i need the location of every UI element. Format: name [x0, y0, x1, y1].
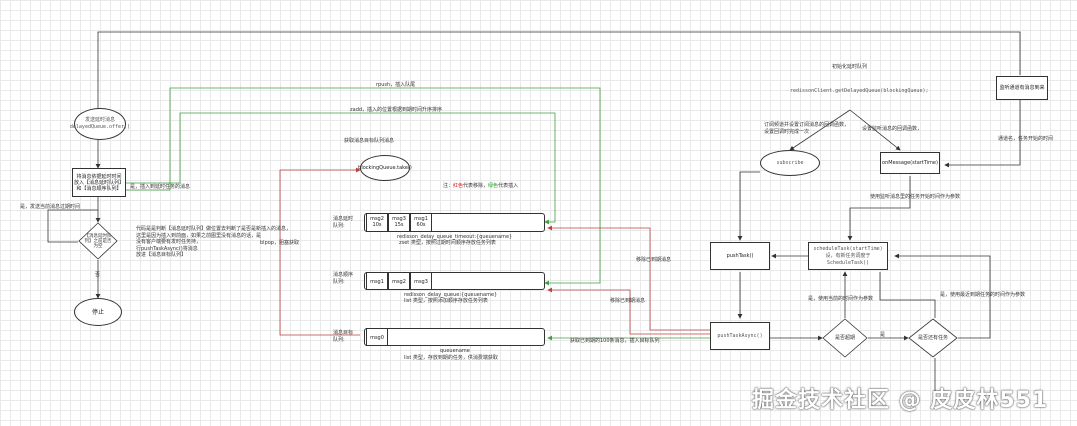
queue-empty-decision: 【消息延时队列】之前是否为空 [78, 222, 118, 260]
order-queue-cell: msg2 [388, 272, 410, 290]
cell-name: msg1 [414, 216, 428, 222]
more-tasks-decision-label: 是否还有任务 [918, 335, 949, 341]
legend-suffix: 代表插入 [498, 183, 519, 189]
push-task-async-text: pushTaskAsync() [717, 332, 763, 339]
expired-decision-label: 是否超期 [835, 335, 856, 341]
init-title: 初始化延时队列 [832, 64, 868, 70]
order-queue-cell: msg3 [410, 272, 432, 290]
schedule-task-node: scheduleTask(startTime)设，有新任务调度于Schedule… [808, 242, 888, 270]
remove-expired-label-2: 移除已到期消息 [610, 298, 646, 304]
use-expire-label: 是，使用当前的时间作为参数 [808, 296, 874, 302]
legend-prefix: 注： [443, 183, 454, 189]
order-queue-cell: msg1 [366, 272, 388, 290]
cell-name: msg3 [392, 216, 406, 222]
legend-red: 红色 [453, 183, 464, 189]
expired-decision: 是否超期 [822, 318, 868, 358]
expired-diamond-shape [822, 318, 868, 358]
use-start-label: 使用监听消息里的任务开始时间作为参数 [870, 194, 961, 200]
queue-empty-decision-label: 【消息延时队列】之前是否为空 [84, 234, 112, 249]
channel-label: 通道名，任务开始的时间 [998, 136, 1054, 142]
more-tasks-diamond-shape [908, 318, 958, 358]
color-legend: 注：红色代表移除，绿色代表插入 [443, 183, 518, 189]
subscribe-node: subscribe [760, 150, 820, 176]
subscribe-label: 订阅频道并设置订阅消息的回调函数， 设置回调时完成一次 [764, 122, 850, 135]
decision-no-label: 否 [95, 272, 101, 278]
more-tasks-decision: 是否还有任务 [908, 318, 958, 358]
stop-node: 停止 [74, 298, 122, 326]
remove-expired-label-1: 移除已到期消息 [636, 257, 672, 263]
expired-yes-label: 是 [880, 332, 886, 338]
push-task-node: pushTask() [710, 242, 770, 270]
send-delay-message-code: delayedQueue.offer() [69, 124, 131, 130]
legend-mid: 代表移除， [463, 183, 489, 189]
subscribe-node-text: subscribe [776, 159, 804, 166]
onmessage-node: onMessage(startTime) [880, 152, 940, 174]
left-yes-label: 是，发送当前消息过期时间 [20, 204, 81, 210]
put-label: 是，插入到延时任务的消息 [130, 184, 191, 190]
use-latest-label: 是，使用最近到期任务的时间作为参数 [940, 292, 1026, 298]
cell-sub: 10s [372, 222, 382, 228]
target-queue-caption1: queuename [440, 348, 470, 354]
put-into-queues-box: 将消息依据延时时间 放入【消息延时队列】 和【消息顺序队列】 [72, 168, 126, 197]
push-task-async-node: pushTaskAsync() [710, 322, 770, 350]
init-code: redissonClient.getDelayedQueue(blockingQ… [790, 88, 929, 94]
listen-channel-box: 监听通道有消息到来 [996, 76, 1048, 100]
blocking-queue-take-node: blockingQueue.take() [358, 155, 412, 181]
decision-diamond-shape [78, 222, 118, 260]
target-queue-cell: msg0 [366, 328, 388, 346]
order-queue-caption2: list 类型，按照添加顺序存放任务列表 [404, 298, 488, 304]
callback-label: 设置监听消息的回调函数， [862, 126, 923, 132]
target-queue-box [364, 328, 545, 346]
order-queue-caption1: redisson_delay_queue:{queuename} [404, 292, 498, 298]
zadd-label: zadd，插入的位置根据到期时间升序排序 [350, 107, 443, 113]
send-delay-message-title: 发送延时消息 [84, 117, 115, 123]
target-queue-label: 消息目标 队列: [333, 330, 354, 343]
order-queue-label: 消息顺序 队列: [333, 272, 354, 285]
target-queue-caption2: list 类型，存放到期的任务，供消费端获取 [404, 355, 498, 361]
get-expired-label: 获取已到期的100条消息，插入目标队列 [570, 338, 660, 344]
blocking-title: 获取消息目标队列消息 [344, 138, 395, 144]
watermark: 掘金技术社区 @ 皮皮林551 [752, 388, 1049, 413]
cell-sub: 60s [416, 222, 426, 228]
schedule-line2: 设，有新任务调度于ScheduleTask() [825, 252, 871, 266]
send-delay-message-node: 发送延时消息 delayedQueue.offer() [70, 108, 130, 140]
delay-queue-caption1: redisson_delay_queue_timeout:{queuename} [397, 234, 513, 240]
delay-queue-caption2: zset 类型，按照过期时间顺序存放任务列表 [399, 240, 496, 246]
cell-sub: 15s [394, 222, 404, 228]
schedule-line1: scheduleTask(startTime) [813, 245, 883, 252]
rpush-label: rpush，插入队尾 [376, 82, 416, 88]
blpop-label: blpop，阻塞获取 [260, 240, 299, 246]
cell-name: msg2 [370, 216, 384, 222]
delay-queue-label: 消息延时 队列: [333, 216, 354, 229]
legend-green: 绿色 [488, 183, 499, 189]
left-explanation-text: 代码是是判断【消息延时队列】做位置去判断了是否是新插入的消息， 这里是因为插入到… [136, 226, 292, 258]
